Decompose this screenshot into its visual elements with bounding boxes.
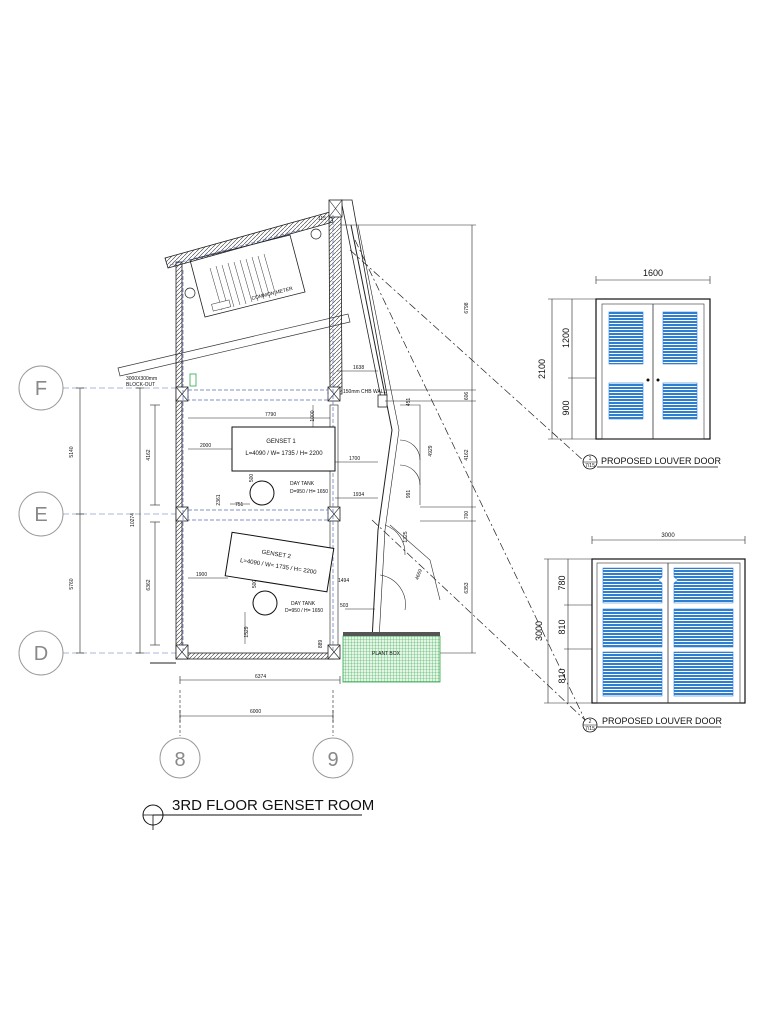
door-1-tag-bottom: 7/15 <box>585 463 595 469</box>
dim-606: 606 <box>464 392 470 401</box>
door-2-tag-top: 2 <box>589 719 592 725</box>
door-2-height: 3000 <box>534 621 544 641</box>
door-1-title: PROPOSED LOUVER DOOR <box>601 456 722 466</box>
plant-box-label: PLANT BOX <box>372 651 401 657</box>
internal-dimension-lines <box>188 370 378 644</box>
grid-line-f: F <box>18 365 180 411</box>
dim-7790: 7790 <box>265 412 276 418</box>
plant-box: PLANT BOX <box>342 632 441 683</box>
dim-700: 700 <box>464 511 470 520</box>
louver-door-1: 1600 2100 1200 900 1 7/15 PROPOSED LOUVE… <box>537 268 722 470</box>
drawing-title: 3RD FLOOR GENSET ROOM <box>142 797 374 830</box>
common-meter-label: COMMON METER <box>251 286 294 302</box>
grid-line-e: E <box>18 491 180 537</box>
blockout-line2: BLOCK-OUT <box>126 382 155 388</box>
door-2-bottom: 810 <box>557 668 567 683</box>
door-2-tag-bottom: 7/15 <box>585 726 595 732</box>
door-1-tag-top: 1 <box>589 456 592 462</box>
day-tank-2-spec: D=950 / H= 1650 <box>285 608 323 614</box>
dim-500-a: 500 <box>249 474 255 483</box>
dim-451: 451 <box>406 398 412 407</box>
dim-1900: 1900 <box>196 572 207 578</box>
dim-6798: 6798 <box>464 302 470 313</box>
dim-500-b: 500 <box>252 580 258 589</box>
genset-2-name: GENSET 2 <box>261 550 292 561</box>
door-2-middle: 810 <box>557 619 567 634</box>
dim-4669: 4669 <box>414 568 424 581</box>
chb-wall-label: 150mm CHB WALL <box>343 389 387 395</box>
dim-751: 751 <box>235 502 244 508</box>
day-tank-2-name: DAY TANK <box>291 601 316 607</box>
grid-label-9: 9 <box>327 749 338 771</box>
dim-889: 889 <box>318 640 324 649</box>
bottom-dimensions <box>179 676 341 736</box>
dim-115: 115 <box>318 216 326 222</box>
blockout-line1: 3000X300mm <box>126 376 157 382</box>
dim-4162-left: 4162 <box>146 449 152 460</box>
day-tank-1-name: DAY TANK <box>290 481 315 487</box>
leader-lines <box>349 239 586 721</box>
grid-line-9: 9 <box>312 737 354 779</box>
dim-5760: 5760 <box>69 578 75 589</box>
meter-box <box>189 373 197 387</box>
right-dimensions <box>340 224 476 654</box>
grid-label-f: F <box>35 378 47 400</box>
dim-1325: 1325 <box>403 531 409 542</box>
genset-2: GENSET 2 L=4090 / W= 1735 / H= 2200 <box>224 531 335 593</box>
dim-503: 503 <box>340 603 349 609</box>
dim-10274: 10274 <box>130 513 136 527</box>
genset-1: GENSET 1 L=4090 / W= 1735 / H= 2200 <box>231 426 336 472</box>
dim-5140: 5140 <box>69 446 75 457</box>
dim-1000: 1000 <box>310 410 316 421</box>
walls <box>150 199 400 664</box>
dim-4162-right: 4162 <box>464 449 470 460</box>
plan-doors <box>379 404 441 611</box>
left-dimensions <box>76 387 160 654</box>
door-1-width: 1600 <box>643 268 663 278</box>
grid-label-8: 8 <box>174 749 185 771</box>
drawing-title-text: 3RD FLOOR GENSET ROOM <box>172 797 374 814</box>
dim-1529: 1529 <box>244 626 250 637</box>
dim-6353: 6353 <box>464 582 470 593</box>
grid-line-d: D <box>18 630 180 676</box>
dim-991: 991 <box>406 490 412 499</box>
day-tank-1: DAY TANK D=950 / H= 1650 <box>249 480 328 506</box>
dim-2000: 2000 <box>200 443 211 449</box>
day-tank-2: DAY TANK D=950 / H= 1650 <box>252 590 323 616</box>
dim-6374: 6374 <box>255 674 266 680</box>
door-2-width: 3000 <box>661 533 675 539</box>
dim-1494: 1494 <box>338 578 349 584</box>
grid-label-e: E <box>34 504 47 526</box>
dim-6362: 6362 <box>146 579 152 590</box>
blockout-slab: 3000X300mm BLOCK-OUT <box>117 313 351 388</box>
grid-line-8: 8 <box>159 737 201 779</box>
day-tank-1-spec: D=950 / H= 1650 <box>290 489 328 495</box>
dim-4929: 4929 <box>428 445 434 456</box>
door-1-upper: 1200 <box>561 328 571 348</box>
dim-1638: 1638 <box>353 365 364 371</box>
grid-label-d: D <box>34 643 48 665</box>
dim-6000: 6000 <box>250 709 261 715</box>
door-1-height: 2100 <box>537 359 547 379</box>
genset-1-spec: L=4090 / W= 1735 / H= 2200 <box>245 451 323 457</box>
dim-1934: 1934 <box>353 492 364 498</box>
genset-1-name: GENSET 1 <box>266 439 296 445</box>
door-2-title: PROPOSED LOUVER DOOR <box>602 716 723 726</box>
stair-core: COMMON METER 115 <box>164 211 334 318</box>
door-1-lower: 900 <box>561 400 571 415</box>
dim-2361: 2361 <box>216 494 222 505</box>
louver-door-2: 3000 3000 780 810 810 2 7/15 PROPOSED LO… <box>534 533 746 733</box>
dim-1700: 1700 <box>349 456 360 462</box>
door-2-top: 780 <box>557 575 567 590</box>
